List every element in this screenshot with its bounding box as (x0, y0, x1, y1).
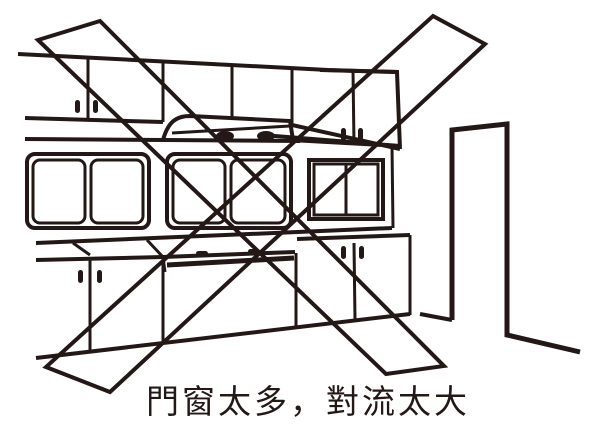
cabinet-handle-icon (93, 100, 98, 113)
countertop (35, 226, 411, 262)
cabinet-handle-icon (341, 128, 346, 141)
upper-window-left (25, 152, 151, 230)
cabinet-handle-icon (78, 270, 83, 283)
cross-mark-icon (34, 13, 489, 395)
hood-light-icon (257, 131, 275, 141)
doorway (419, 121, 581, 355)
upper-window-center (165, 152, 293, 230)
cabinet-handle-icon (97, 270, 102, 283)
range-hood (24, 113, 301, 143)
cabinet-handle-icon (358, 128, 363, 141)
upper-cabinets (17, 52, 402, 151)
cabinet-handle-icon (75, 100, 80, 113)
cabinet-handle-icon (359, 246, 364, 259)
stove-knob-icon (196, 251, 208, 256)
hood-light-icon (216, 131, 234, 141)
caption: 門窗太多，對流太大 (146, 382, 470, 421)
small-window-right (299, 139, 395, 229)
cabinet-handle-icon (341, 246, 346, 259)
